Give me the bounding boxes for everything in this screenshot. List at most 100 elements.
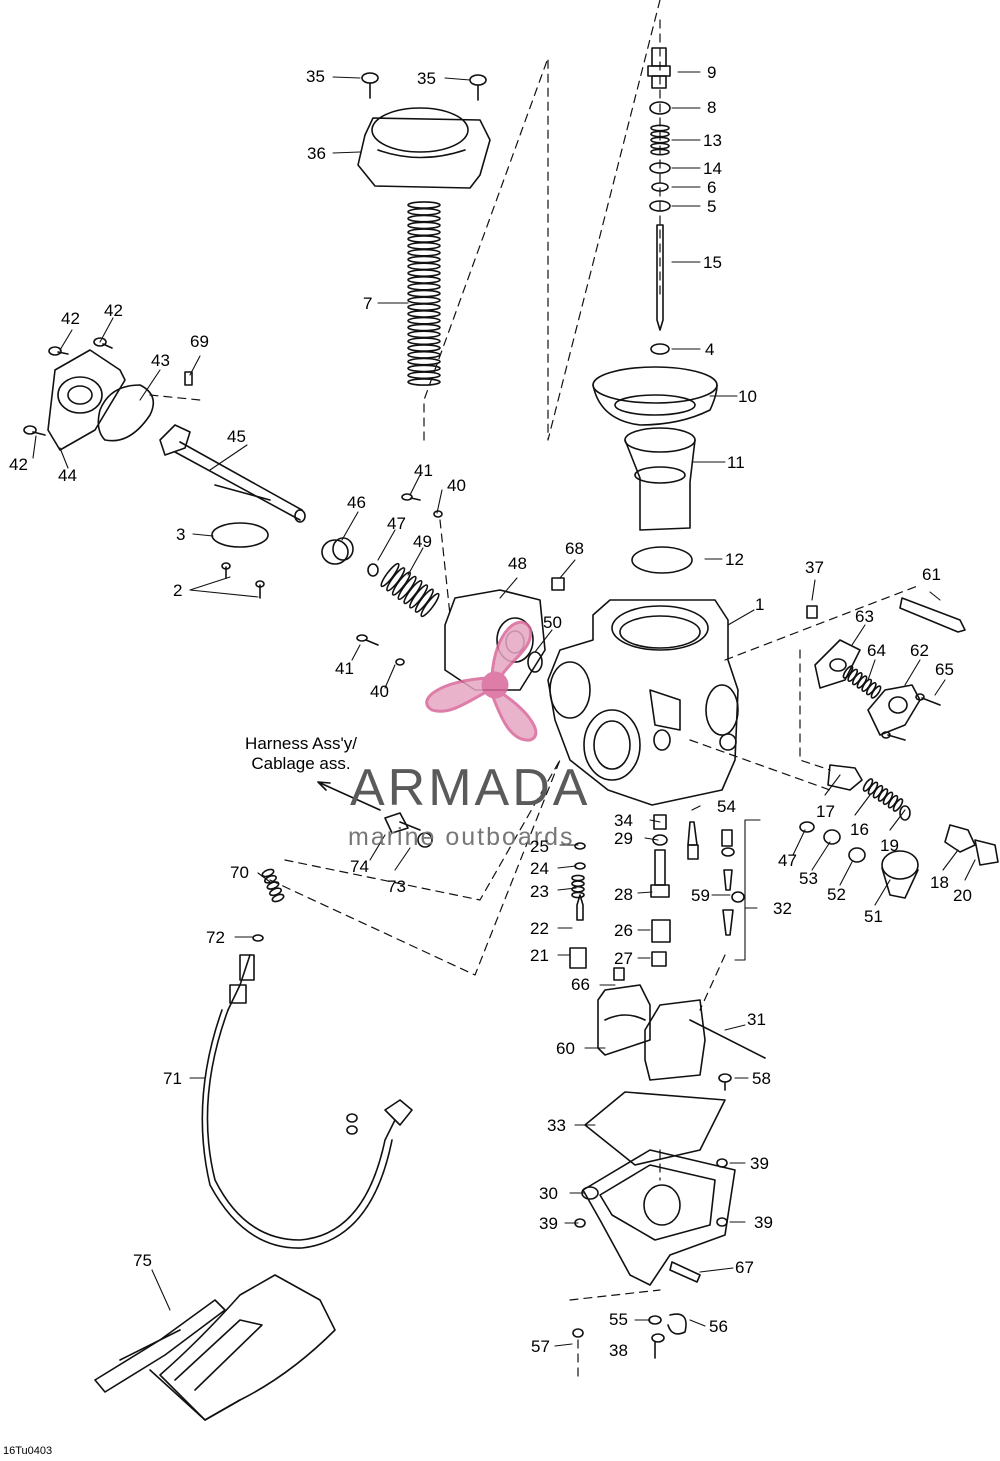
callout-61: 61	[922, 565, 941, 584]
arrow-harness	[317, 781, 381, 811]
callout-29: 29	[614, 829, 633, 848]
callout-38: 38	[609, 1341, 628, 1360]
callout-40a: 40	[447, 476, 466, 495]
holder-26	[651, 919, 671, 943]
callout-3: 3	[176, 525, 186, 544]
callout-51: 51	[864, 907, 883, 926]
callout-40b: 40	[370, 682, 389, 701]
cap-20	[974, 839, 999, 866]
callout-10: 10	[738, 387, 757, 406]
washer-53	[823, 829, 841, 845]
screw-66	[613, 967, 625, 981]
slide-11	[624, 427, 696, 531]
screw-65	[881, 693, 941, 741]
o-ring-12	[631, 546, 693, 574]
jet-34	[653, 814, 667, 830]
harness-line-2: Cablage ass.	[251, 754, 351, 773]
callout-59: 59	[691, 886, 710, 905]
needle-54	[687, 821, 699, 860]
callout-37: 37	[805, 558, 824, 577]
callout-43: 43	[151, 351, 170, 370]
callout-8: 8	[707, 98, 717, 117]
plug-37	[806, 605, 818, 619]
callout-50: 50	[543, 613, 562, 632]
callout-70: 70	[230, 863, 249, 882]
callout-27: 27	[614, 949, 633, 968]
callout-62: 62	[910, 641, 929, 660]
callout-44: 44	[58, 466, 77, 485]
float-bowl-30	[581, 1149, 736, 1286]
callout-58: 58	[752, 1069, 771, 1088]
callout-71: 71	[163, 1069, 182, 1088]
callout-19: 19	[880, 836, 899, 855]
callout-48: 48	[508, 554, 527, 573]
sensor-73	[417, 832, 433, 848]
plunger-17	[827, 764, 863, 791]
ring-72	[252, 934, 264, 942]
harness-line-1: Harness Ass'y/	[245, 734, 357, 753]
cover-63	[814, 639, 861, 689]
screw-39	[574, 1158, 728, 1228]
callout-2: 2	[173, 581, 183, 600]
callout-16: 16	[850, 820, 869, 839]
washer-47b	[799, 821, 815, 833]
callout-47a: 47	[387, 514, 406, 533]
callout-5: 5	[707, 197, 717, 216]
nozzle-28	[650, 849, 670, 898]
cable-end	[346, 1099, 413, 1135]
callout-11: 11	[727, 453, 745, 472]
callout-39c: 39	[754, 1213, 773, 1232]
callout-63: 63	[855, 607, 874, 626]
callout-52: 52	[827, 885, 846, 904]
callout-69: 69	[190, 332, 209, 351]
washer-24	[574, 862, 586, 870]
o-ring-29	[652, 834, 668, 846]
callout-24: 24	[530, 859, 549, 878]
callout-41b: 41	[335, 659, 354, 678]
callout-23: 23	[530, 882, 549, 901]
rod-61	[899, 597, 966, 633]
cap-51	[881, 850, 919, 899]
gasket-43	[97, 384, 155, 442]
callout-41a: 41	[414, 461, 433, 480]
seal-46	[321, 537, 354, 565]
callout-14: 14	[703, 159, 722, 178]
carburetor-body-1	[547, 599, 739, 806]
float-valve-59	[721, 829, 745, 936]
callout-42c: 42	[9, 455, 28, 474]
drain-plug-55-38	[648, 1315, 665, 1359]
screw-42	[23, 337, 113, 436]
callout-20: 20	[953, 886, 972, 905]
o-ring-50	[527, 651, 543, 673]
needle-assembly	[647, 47, 671, 355]
assembly-dashed-lines	[149, 0, 921, 1381]
callout-9: 9	[707, 63, 717, 82]
callout-1: 1	[755, 595, 765, 614]
screw-41	[356, 493, 421, 646]
washer-47	[367, 563, 379, 577]
callout-54: 54	[717, 797, 736, 816]
callout-45: 45	[227, 427, 246, 446]
throttle-shaft-45	[159, 424, 306, 523]
nut-52	[848, 847, 866, 863]
callout-39a: 39	[750, 1154, 769, 1173]
callout-17: 17	[816, 802, 835, 821]
callout-13: 13	[703, 131, 722, 150]
clip-56	[667, 1313, 687, 1335]
diagram-code: 16Tu0403	[3, 1445, 53, 1457]
o-ring-19	[899, 805, 911, 821]
callout-4: 4	[705, 340, 715, 359]
jet-21	[569, 947, 587, 969]
callout-68: 68	[565, 539, 584, 558]
callout-64: 64	[867, 641, 886, 660]
callout-33: 33	[547, 1116, 566, 1135]
screw-58	[718, 1073, 732, 1091]
callout-39b: 39	[539, 1214, 558, 1233]
plug-68	[551, 577, 565, 591]
callout-75: 75	[133, 1251, 152, 1270]
callout-72: 72	[206, 928, 225, 947]
callout-60: 60	[556, 1039, 575, 1058]
callout-42b: 42	[104, 301, 123, 320]
gasket-33	[584, 1091, 726, 1166]
